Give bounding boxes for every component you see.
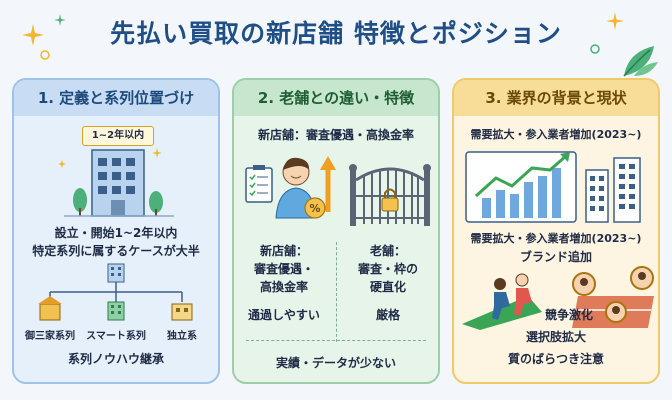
branch-label: スマート系列 — [86, 331, 146, 342]
old-store-note: 厳格 — [375, 308, 400, 322]
demand-line: 需要拡大・参入業者増加(2023~) — [470, 128, 642, 141]
svg-text:%: % — [309, 202, 320, 215]
new-store-line: 審査優遇・ — [253, 262, 314, 276]
summary-line: 新店舗：審査優遇・高換金率 — [257, 128, 414, 142]
old-store-line: 硬直化 — [369, 280, 406, 294]
sparkle-icon — [40, 50, 50, 60]
industry-panel: 3. 業界の背景と現状 需要拡大・参入業者増加(2023~) 需要拡大・参入業者… — [452, 78, 660, 384]
panel-header: 3. 業界の背景と現状 — [454, 80, 658, 116]
old-store-line: 審査・枠の — [357, 262, 418, 276]
brand-line: ブランド追加 — [519, 250, 592, 264]
approval-person-icon: % — [245, 156, 336, 219]
sparkle-icon — [22, 24, 44, 46]
affiliation-line: 特定系列に属するケースが大半 — [32, 244, 200, 258]
growth-chart-icon — [465, 151, 641, 223]
demand-line: 需要拡大・参入業者増加(2023~) — [470, 232, 642, 245]
affiliation-tree — [38, 263, 193, 321]
definition-line: 設立・開始1~2年以内 — [54, 226, 178, 240]
leaf-icon — [623, 46, 658, 77]
panel-header: 1. 定義と系列位置づけ — [14, 80, 218, 116]
competition-line: 競争激化 — [544, 308, 593, 322]
panel-footer: 実績・データが少ない — [275, 356, 396, 370]
competition-icon — [462, 266, 654, 330]
branch-label: 独立系 — [167, 331, 197, 342]
new-store-line: 新店舗： — [259, 244, 308, 258]
comparison-panel: 2. 老舗との違い・特徴 新店舗：審査優遇・高換金率 % — [232, 78, 440, 384]
sparkle-icon — [590, 44, 600, 54]
branch-label: 御三家系列 — [25, 331, 75, 342]
panel-footer: 系列ノウハウ継承 — [67, 352, 164, 366]
choice-line: 選択肢拡大 — [525, 330, 586, 344]
locked-gate-icon — [349, 164, 431, 226]
new-store-line: 高換金率 — [259, 280, 308, 294]
definition-panel: 1. 定義と系列位置づけ 1~2年以内 設立・開始1~2年以内 特定系列に属する… — [12, 78, 220, 384]
panel-header: 2. 老舗との違い・特徴 — [234, 80, 438, 116]
period-badge: 1~2年以内 — [82, 126, 154, 146]
building-icon — [58, 148, 174, 217]
sparkle-icon — [606, 12, 624, 30]
new-store-note: 通過しやすい — [248, 308, 320, 322]
footer-divider — [246, 340, 426, 341]
quality-line: 質のばらつき注意 — [507, 352, 604, 366]
old-store-line: 老舗： — [369, 244, 406, 258]
column-divider — [336, 242, 337, 342]
page-title: 先払い買取の新店舗 特徴とポジション — [110, 19, 562, 48]
sparkle-icon — [54, 14, 66, 26]
